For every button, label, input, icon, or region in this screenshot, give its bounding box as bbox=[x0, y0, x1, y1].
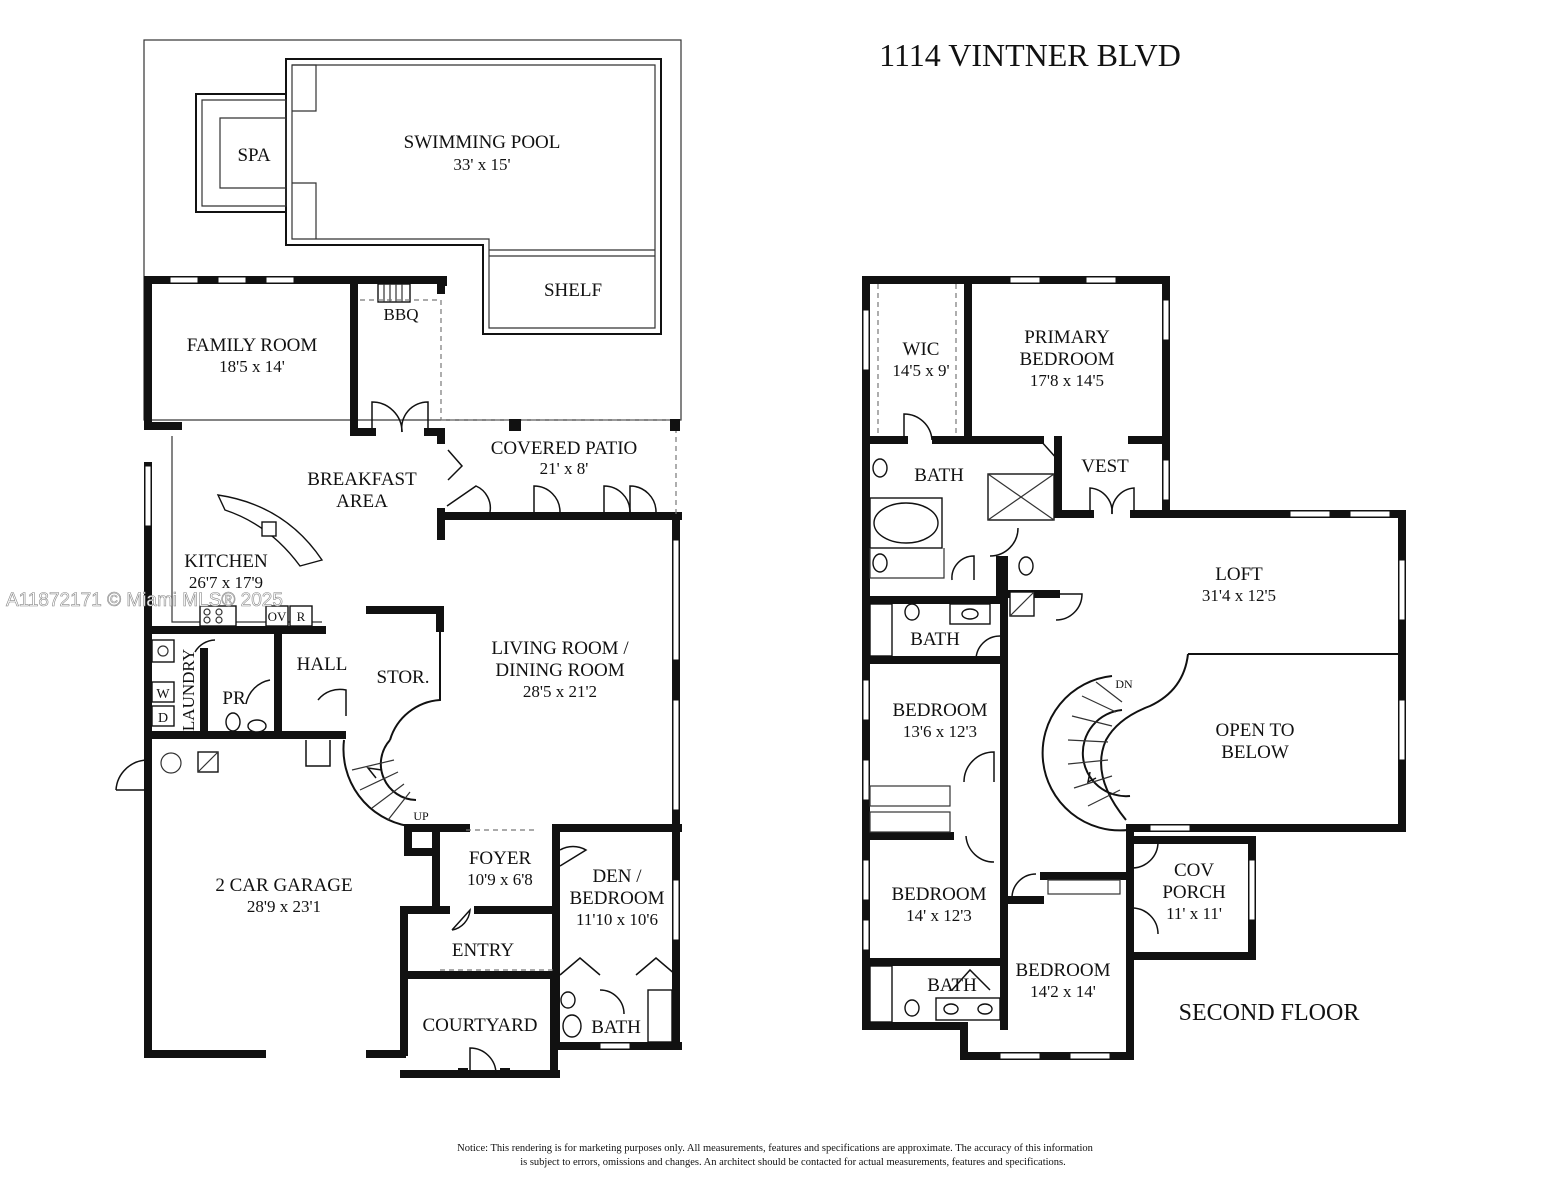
page-title: 1114 VINTNER BLVD bbox=[879, 37, 1181, 73]
first-floor-plan: SWIMMING POOL 33' x 15' SPA SHELF BBQ FA… bbox=[115, 39, 682, 1078]
swimming-pool-label: SWIMMING POOL bbox=[404, 132, 561, 153]
bath3-fixtures bbox=[869, 965, 1001, 1023]
primary-bedroom-label-line1: PRIMARY bbox=[1024, 327, 1110, 348]
family-room-dimensions: 18'5 x 14' bbox=[219, 357, 285, 376]
covered-patio-label: COVERED PATIO bbox=[491, 438, 638, 459]
garage-label: 2 CAR GARAGE bbox=[215, 875, 352, 896]
open-to-below-edge bbox=[1100, 653, 1400, 821]
wic-dimensions: 14'5 x 9' bbox=[892, 361, 949, 380]
open-to-below-label-line2: BELOW bbox=[1221, 742, 1289, 763]
first-floor-bath-label: BATH bbox=[591, 1017, 641, 1038]
notice-line-2: is subject to errors, omissions and chan… bbox=[520, 1157, 1066, 1168]
second-floor-plan: WIC 14'5 x 9' PRIMARY BEDROOM 17'8 x 14'… bbox=[862, 276, 1406, 1060]
courtyard-label: COURTYARD bbox=[423, 1015, 538, 1036]
second-floor-doors bbox=[903, 413, 1159, 991]
den-dimensions: 11'10 x 10'6 bbox=[576, 910, 658, 929]
dryer-label: D bbox=[158, 711, 168, 726]
backyard-boundary bbox=[143, 39, 682, 421]
bedroom-a-label: BEDROOM bbox=[892, 700, 987, 721]
loft-label: LOFT bbox=[1215, 564, 1263, 585]
primary-bedroom-label-line2: BEDROOM bbox=[1019, 349, 1114, 370]
kitchen-dimensions: 26'7 x 17'9 bbox=[189, 573, 263, 592]
washer-label: W bbox=[156, 687, 170, 702]
living-dining-dimensions: 28'5 x 21'2 bbox=[523, 682, 597, 701]
living-dining-label-line1: LIVING ROOM / bbox=[491, 638, 629, 659]
bath2-label: BATH bbox=[910, 629, 960, 650]
den-label-line2: BEDROOM bbox=[569, 888, 664, 909]
first-floor-fixtures bbox=[151, 639, 673, 1043]
stairs-up-label: UP bbox=[413, 809, 429, 823]
family-room-label: FAMILY ROOM bbox=[187, 335, 318, 356]
vest-label: VEST bbox=[1081, 456, 1129, 477]
loft-dimensions: 31'4 x 12'5 bbox=[1202, 586, 1276, 605]
living-dining-label-line2: DINING ROOM bbox=[495, 660, 624, 681]
foyer-label: FOYER bbox=[469, 848, 532, 869]
cov-porch-label-line1: COV bbox=[1174, 860, 1214, 881]
breakfast-area-label-line2: AREA bbox=[336, 491, 388, 512]
wic-label: WIC bbox=[903, 339, 940, 360]
kitchen-label: KITCHEN bbox=[184, 551, 268, 572]
bedroom-c-dimensions: 14'2 x 14' bbox=[1030, 982, 1096, 1001]
kitchen-counter bbox=[171, 436, 322, 627]
laundry-label: LAUNDRY bbox=[179, 649, 198, 731]
kitchen-island bbox=[216, 494, 324, 567]
powder-room-label: PR bbox=[222, 688, 246, 709]
second-floor-staircase bbox=[1041, 675, 1131, 832]
mls-watermark: A11872171 © Miami MLS® 2025 bbox=[6, 590, 283, 611]
primary-bedroom-dimensions: 17'8 x 14'5 bbox=[1030, 371, 1104, 390]
bbq-label: BBQ bbox=[384, 305, 419, 324]
open-to-below-label-line1: OPEN TO bbox=[1215, 720, 1294, 741]
cov-porch-dimensions: 11' x 11' bbox=[1166, 904, 1222, 923]
oven-label: OV bbox=[268, 609, 287, 624]
swimming-pool-dimensions: 33' x 15' bbox=[453, 155, 510, 174]
den-label-line1: DEN / bbox=[592, 866, 642, 887]
bath3-label: BATH bbox=[927, 975, 977, 996]
second-floor-walls bbox=[862, 276, 1406, 1060]
closet-shelves bbox=[869, 785, 1121, 895]
swimming-pool-outline bbox=[285, 58, 662, 335]
primary-bath-label: BATH bbox=[914, 465, 964, 486]
first-floor-walls bbox=[144, 276, 682, 1078]
first-floor-windows bbox=[144, 276, 680, 1050]
bath2-fixtures bbox=[869, 603, 991, 657]
breakfast-area-label-line1: BREAKFAST bbox=[307, 469, 417, 490]
garage-dimensions: 28'9 x 23'1 bbox=[247, 897, 321, 916]
bedroom-b-label: BEDROOM bbox=[891, 884, 986, 905]
entry-label: ENTRY bbox=[452, 940, 515, 961]
second-floor-windows bbox=[862, 276, 1406, 1060]
wic-shelves bbox=[877, 284, 957, 436]
bedroom-b-dimensions: 14' x 12'3 bbox=[906, 906, 972, 925]
foyer-dimensions: 10'9 x 6'8 bbox=[467, 870, 533, 889]
refrigerator-label: R bbox=[297, 609, 306, 624]
spa-outline bbox=[195, 93, 287, 213]
notice-line-1: Notice: This rendering is for marketing … bbox=[457, 1143, 1093, 1154]
bedroom-c-label: BEDROOM bbox=[1015, 960, 1110, 981]
patio-posts bbox=[437, 276, 680, 1078]
storage-label: STOR. bbox=[377, 667, 430, 688]
first-floor-staircase bbox=[342, 628, 441, 827]
bedroom-a-dimensions: 13'6 x 12'3 bbox=[903, 722, 977, 741]
first-floor-doors bbox=[115, 401, 677, 1075]
second-floor-label: SECOND FLOOR bbox=[1179, 1000, 1360, 1026]
bbq-grill bbox=[360, 283, 442, 420]
cov-porch-label-line2: PORCH bbox=[1162, 882, 1226, 903]
covered-patio-dimensions: 21' x 8' bbox=[540, 459, 589, 478]
primary-bath-fixtures bbox=[869, 458, 1055, 617]
shelf-label: SHELF bbox=[544, 280, 602, 301]
stairs-down-label: DN bbox=[1115, 677, 1133, 691]
hall-label: HALL bbox=[297, 654, 348, 675]
spa-label: SPA bbox=[237, 145, 270, 166]
